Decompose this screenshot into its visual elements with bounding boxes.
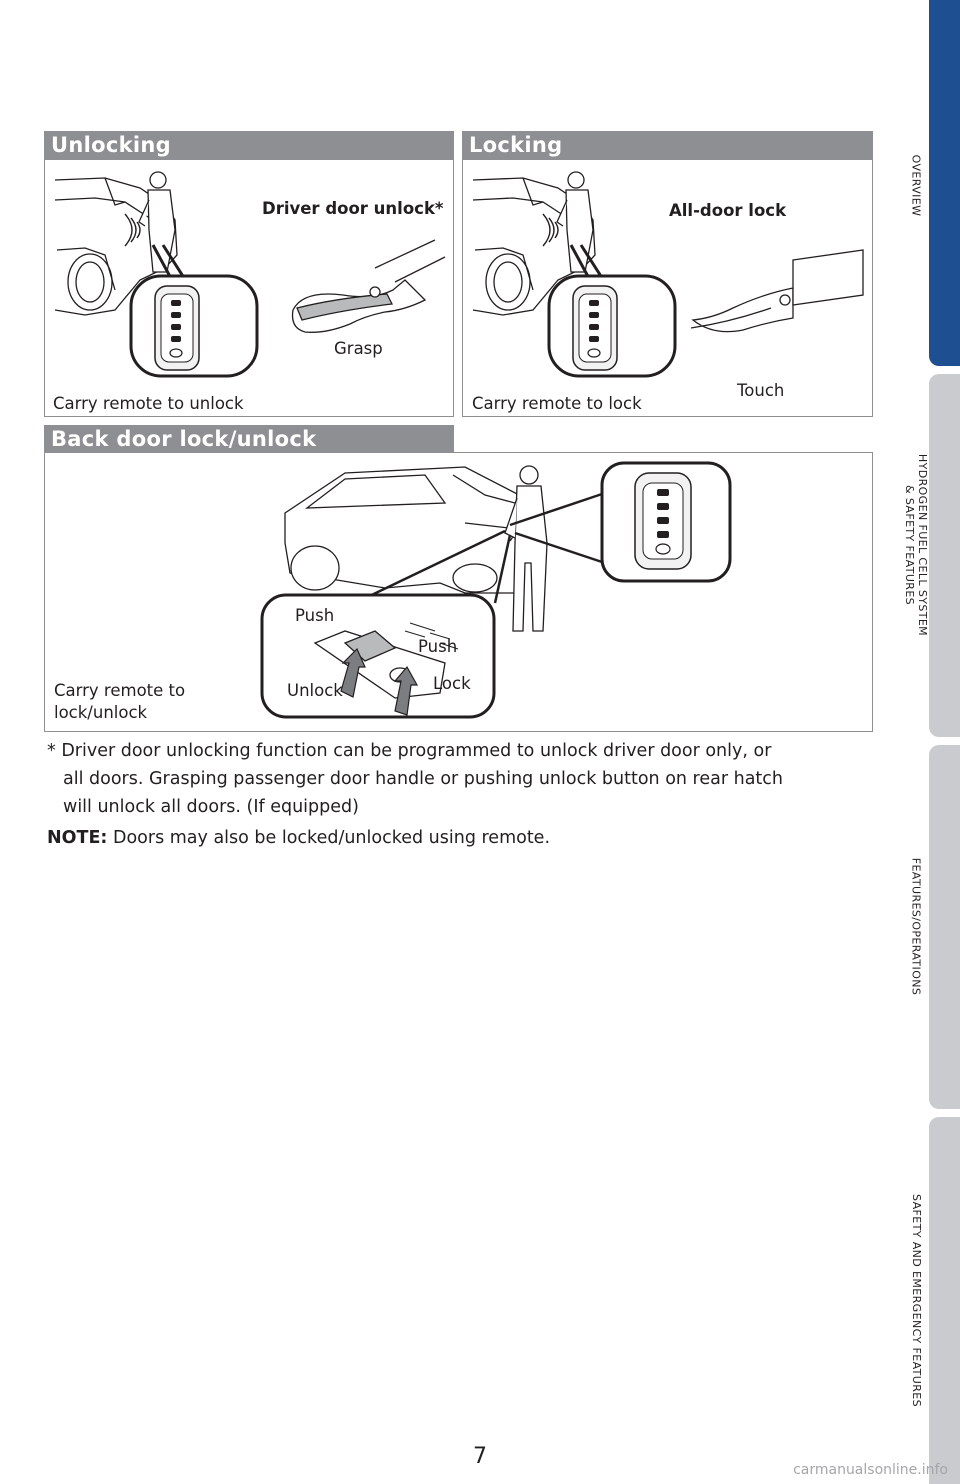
unlocking-illustration xyxy=(54,171,446,378)
back-door-caption-line2: lock/unlock xyxy=(54,703,148,722)
back-door-illustration xyxy=(260,461,732,719)
unlocking-caption: Carry remote to unlock xyxy=(53,394,244,413)
unlocking-header: Unlocking xyxy=(44,131,454,159)
unlock-label: Unlock xyxy=(287,681,343,700)
unlocking-title: Unlocking xyxy=(51,133,171,157)
footnote-line3: will unlock all doors. (If equipped) xyxy=(63,797,359,817)
locking-caption: Carry remote to lock xyxy=(472,394,642,413)
driver-door-unlock-label: Driver door unlock* xyxy=(262,199,444,218)
locking-panel: All-door lock Touch Carry remote to lock xyxy=(462,159,873,417)
locking-title: Locking xyxy=(469,133,563,157)
footnote-marker: * xyxy=(47,741,56,761)
tab-safety-emergency[interactable] xyxy=(929,1117,960,1484)
push-left-label: Push xyxy=(295,606,335,625)
touch-label: Touch xyxy=(737,381,785,400)
back-door-caption-line1: Carry remote to xyxy=(54,681,186,700)
watermark: carmanualsonline.info xyxy=(793,1462,948,1478)
grasp-label: Grasp xyxy=(334,339,383,358)
tab-safety-label: SAFETY AND EMERGENCY FEATURES xyxy=(909,1193,923,1407)
push-right-label: Push xyxy=(418,637,458,656)
note-label: NOTE: xyxy=(47,828,108,848)
locking-illustration xyxy=(472,171,864,378)
back-door-panel: Push Push Unlock Lock Carry remote to lo… xyxy=(44,452,873,732)
locking-header: Locking xyxy=(462,131,873,159)
note-text: Doors may also be locked/unlocked using … xyxy=(113,828,551,848)
tab-hydrogen-fuel-cell[interactable] xyxy=(929,374,960,737)
footnote-text-1: Driver door unlocking function can be pr… xyxy=(61,741,772,761)
tab-features-operations[interactable] xyxy=(929,745,960,1109)
lock-label: Lock xyxy=(433,674,471,693)
tab-overview[interactable] xyxy=(929,0,960,366)
footnote-line2: all doors. Grasping passenger door handl… xyxy=(63,769,784,789)
page-number: 7 xyxy=(473,1444,487,1469)
tab-overview-label: OVERVIEW xyxy=(909,154,923,216)
unlocking-panel: Driver door unlock* Grasp Carry remote t… xyxy=(44,159,454,417)
tab-features-label: FEATURES/OPERATIONS xyxy=(909,857,923,995)
back-door-header: Back door lock/unlock xyxy=(44,425,454,453)
note: NOTE: Doors may also be locked/unlocked … xyxy=(47,824,550,852)
footnote: * Driver door unlocking function can be … xyxy=(47,737,877,821)
back-door-title: Back door lock/unlock xyxy=(51,427,317,451)
tab-hydrogen-label: HYDROGEN FUEL CELL SYSTEM& SAFETY FEATUR… xyxy=(903,453,929,637)
footnote-line1: * Driver door unlocking function can be … xyxy=(47,737,877,765)
all-door-lock-label: All-door lock xyxy=(669,201,787,220)
